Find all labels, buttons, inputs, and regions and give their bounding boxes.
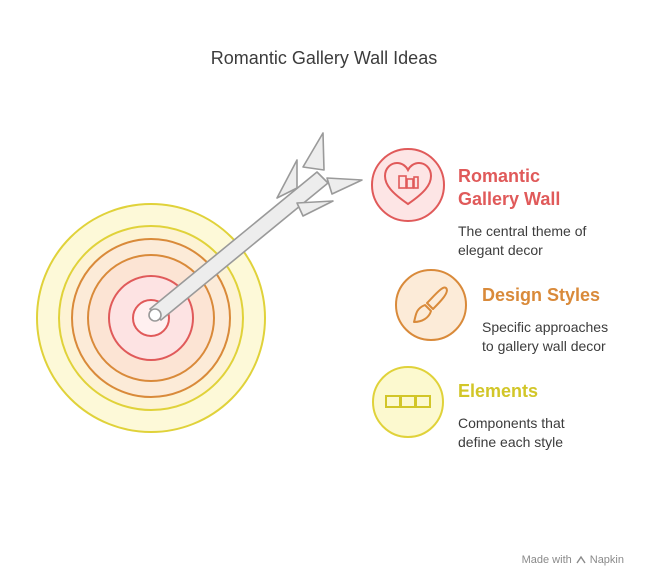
romantic-gallery-wall-title: Romantic Gallery Wall [458,166,561,209]
napkin-logo-icon [576,555,586,564]
arrow-fletch-3 [326,177,363,195]
diagram-title: Romantic Gallery Wall Ideas [210,48,438,68]
arrow-fletch-4 [296,200,334,217]
watermark[interactable]: Made with Napkin [522,554,624,566]
frames-row-icon [372,366,444,438]
arrow [148,132,363,322]
design-styles-description: Specific approaches to gallery wall deco… [482,319,609,354]
arrow-fletch-1 [302,132,325,171]
elements-title: Elements [458,381,539,401]
design-styles-title: Design Styles [482,285,601,305]
watermark-brand: Napkin [589,554,624,566]
paintbrush-icon [395,269,467,341]
romantic-gallery-wall-description: The central theme of elegant decor [458,223,587,258]
heart-frames-icon [371,148,445,222]
watermark-prefix: Made with [521,554,572,566]
arrow-fletch-2 [276,159,298,199]
elements-description: Components that define each style [458,415,565,450]
